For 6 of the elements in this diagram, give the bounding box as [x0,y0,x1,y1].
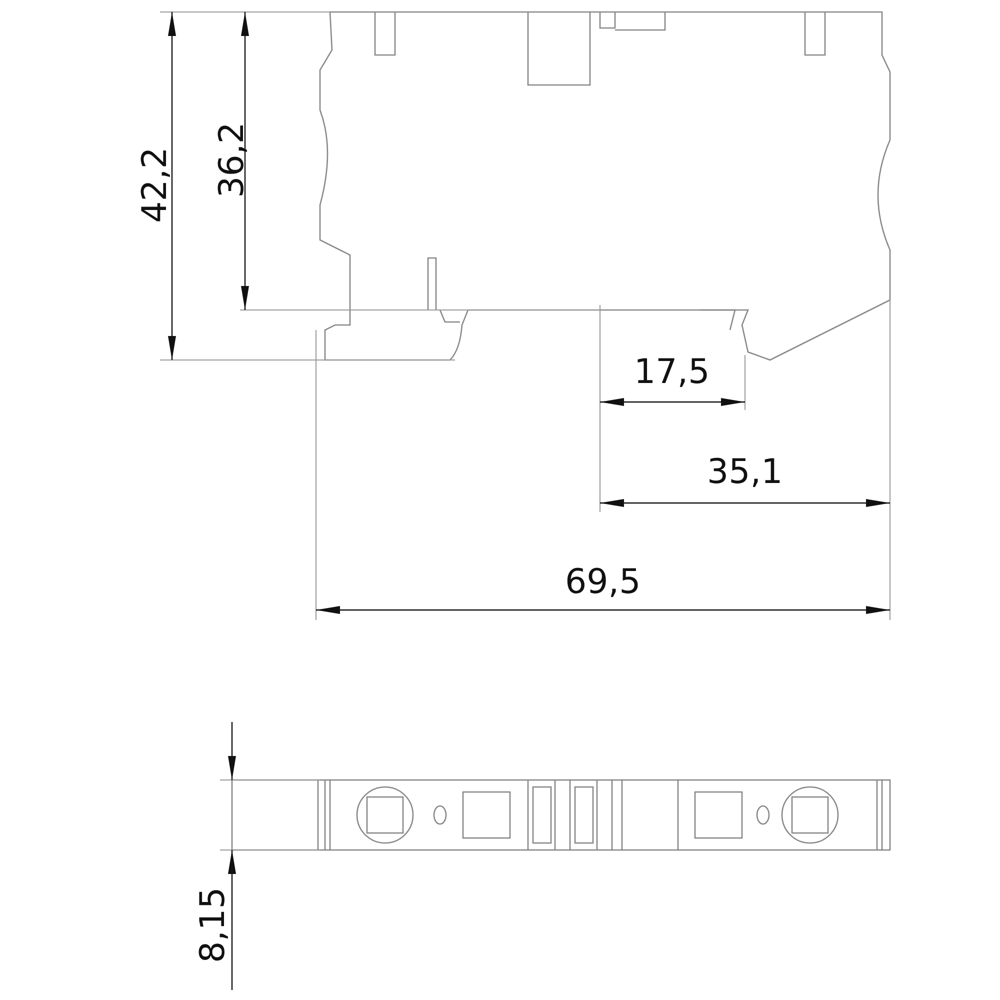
dimension-value: 35,1 [707,455,783,489]
dimension-value: 69,5 [565,565,641,599]
dimension-value: 42,2 [138,147,172,223]
dimension-value: 36,2 [214,122,249,198]
dimension-value: 8,15 [196,887,230,963]
dimension-value: 17,5 [634,355,710,389]
